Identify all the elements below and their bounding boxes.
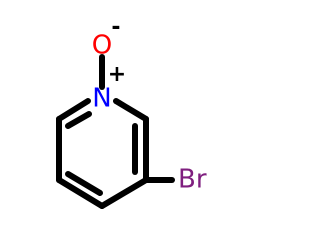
oxygen-label: O	[92, 31, 112, 61]
bond-c4-c5	[56, 177, 105, 209]
nitrogen-charge: +	[108, 62, 126, 87]
oxygen-charge: -	[111, 15, 120, 40]
bromine-label: Br	[178, 165, 207, 195]
molecule-structure: O - N + Br	[56, 15, 207, 209]
bond-c6-n	[56, 98, 91, 122]
nitrogen-label: N	[92, 84, 111, 114]
bond-n-c2	[113, 98, 149, 122]
bond-c3-c4	[99, 177, 149, 209]
bonds	[56, 54, 175, 209]
atom-labels: O - N + Br	[92, 15, 207, 195]
bond-c4-c5-inner	[65, 171, 103, 196]
bond-c6-n-inner	[65, 111, 92, 129]
